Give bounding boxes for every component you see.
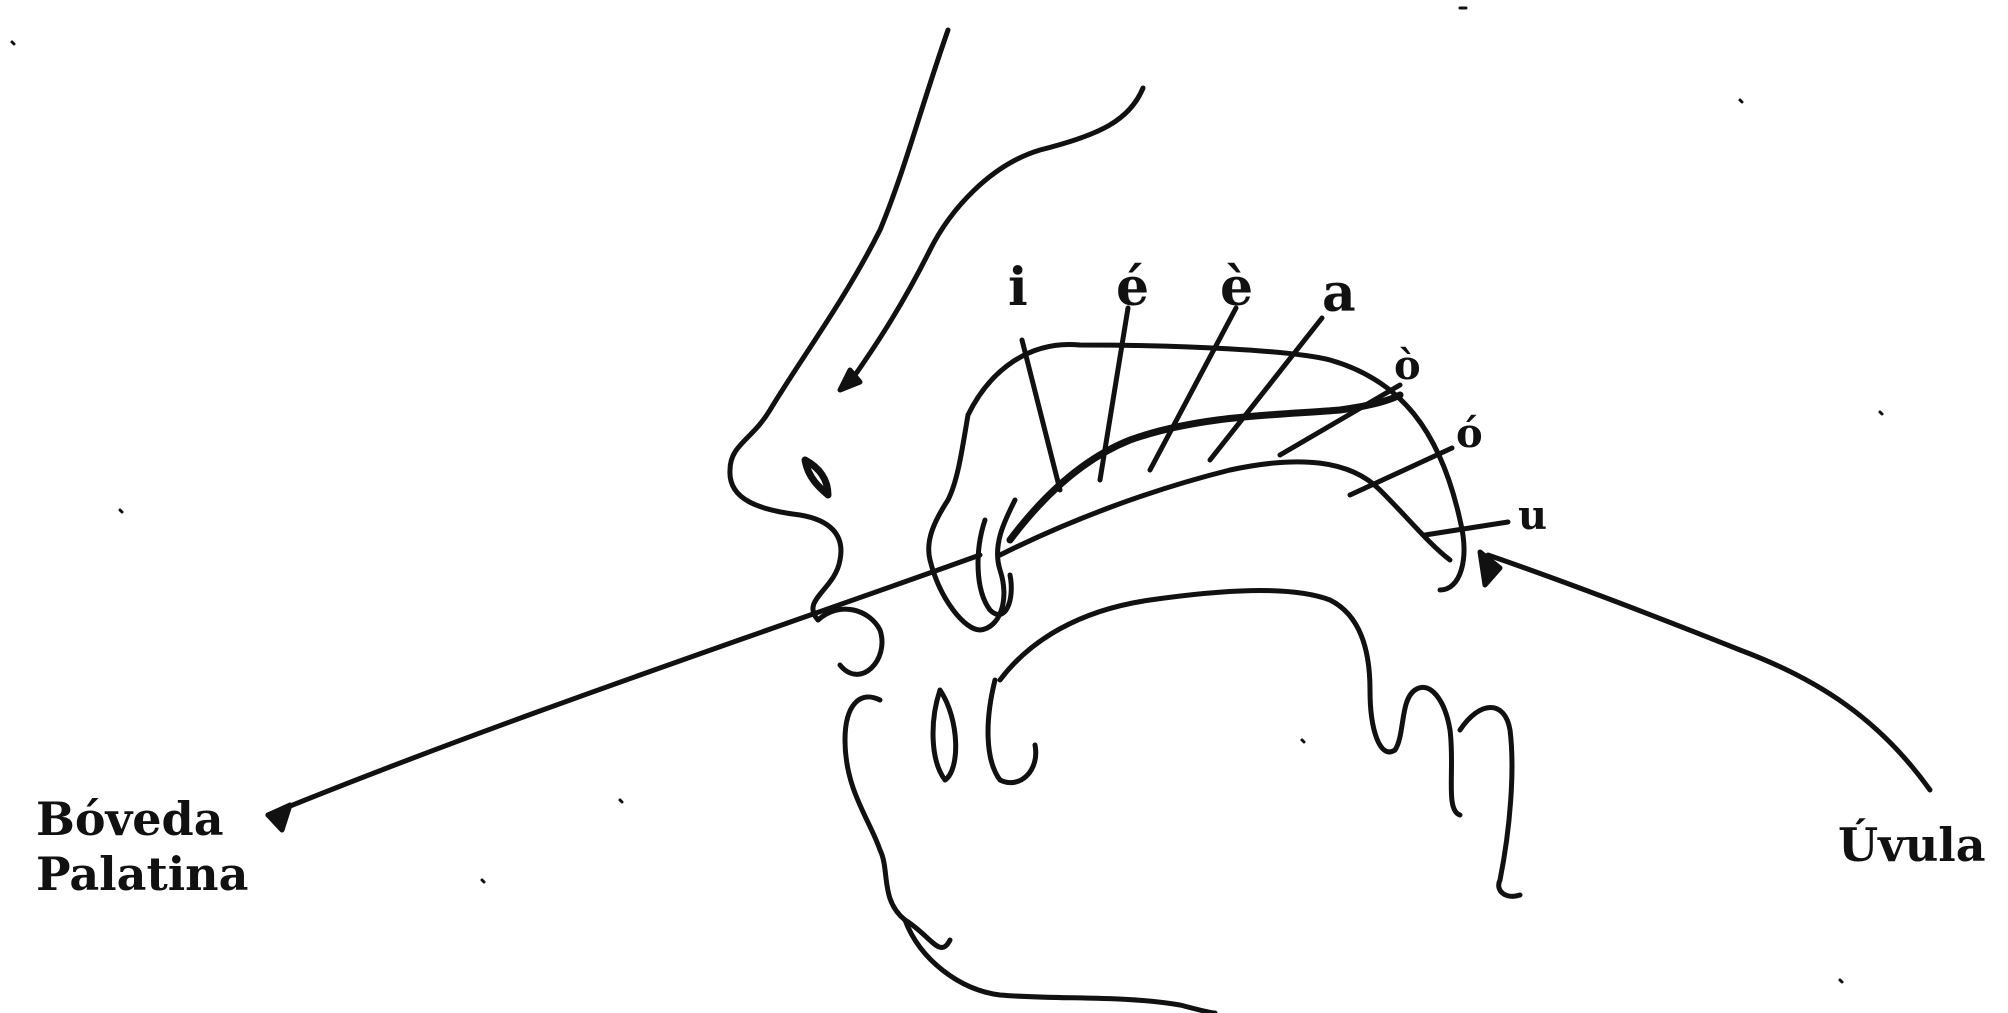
vowel-label-u: u xyxy=(1518,496,1547,536)
vowel-label-e-acute: é xyxy=(1116,262,1149,314)
incisor-outline xyxy=(978,520,1011,615)
uvula-label: Úvula xyxy=(1838,818,1986,873)
mouth-floor xyxy=(1000,591,1460,815)
nose-profile xyxy=(730,30,948,620)
vowel-label-a: a xyxy=(1322,268,1356,320)
vowel-line-e-acute xyxy=(1100,308,1128,480)
nostril xyxy=(805,460,828,495)
scan-specks xyxy=(12,8,1882,982)
chin-outline xyxy=(905,920,1215,1013)
boveda-label-line1: Bóveda xyxy=(36,792,248,847)
boveda-label-line2: Palatina xyxy=(36,847,248,902)
boveda-arrowhead xyxy=(268,805,290,830)
vowel-line-u xyxy=(1425,522,1508,535)
boveda-leader-line xyxy=(268,555,980,815)
epiglottis xyxy=(1460,708,1520,897)
vowel-label-o-acute: ó xyxy=(1456,414,1483,454)
boveda-palatina-label: Bóveda Palatina xyxy=(36,792,248,902)
lower-teeth xyxy=(988,680,1036,783)
vowel-line-i xyxy=(1022,340,1060,490)
vowel-line-o-grave xyxy=(1280,385,1400,455)
nasal-passage-line xyxy=(848,88,1143,385)
vowel-label-e-grave: è xyxy=(1220,262,1253,314)
lower-incisor xyxy=(933,690,956,780)
vowel-line-o-acute xyxy=(1350,448,1452,495)
upper-incisors xyxy=(929,415,1015,630)
vowel-label-i: i xyxy=(1008,262,1028,314)
upper-lip xyxy=(818,609,882,674)
uvula-leader-line xyxy=(1488,555,1930,790)
vowel-label-o-grave: ò xyxy=(1394,346,1421,386)
palate-upper-curve xyxy=(968,344,1464,590)
